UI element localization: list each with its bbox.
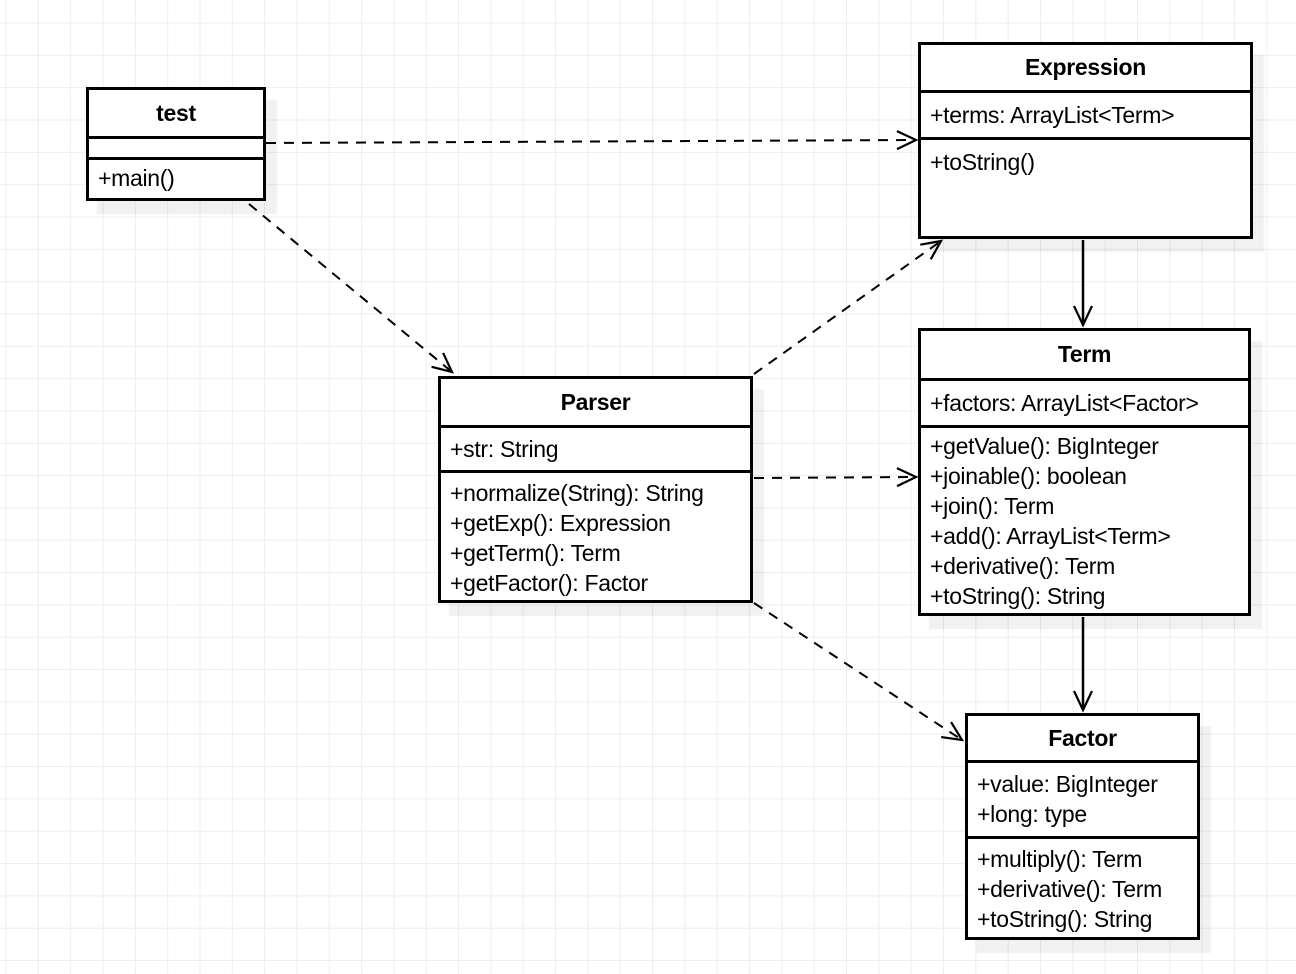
class-methods-factor: +multiply(): Term +derivative(): Term +t…	[968, 839, 1197, 937]
method-row: +normalize(String): String	[450, 480, 704, 506]
method-row: +toString(): String	[930, 583, 1106, 609]
method-row: +toString(): String	[977, 906, 1153, 932]
class-methods-parser: +normalize(String): String +getExp(): Ex…	[441, 473, 750, 600]
class-attributes-test	[89, 139, 263, 160]
method-row: +join(): Term	[930, 493, 1055, 519]
method-row: +getExp(): Expression	[450, 510, 671, 536]
class-box-expression[interactable]: Expression +terms: ArrayList<Term> +toSt…	[918, 42, 1253, 239]
class-title-parser: Parser	[441, 379, 750, 428]
dependency-arrow-test-to-parser[interactable]	[248, 203, 454, 374]
class-box-test[interactable]: test +main()	[86, 87, 266, 201]
class-title-factor: Factor	[968, 716, 1197, 763]
class-methods-expression: +toString()	[921, 140, 1250, 236]
class-title-term: Term	[921, 331, 1248, 381]
class-title-expression: Expression	[921, 45, 1250, 93]
attribute-row: +terms: ArrayList<Term>	[930, 102, 1175, 128]
class-attributes-parser: +str: String	[441, 428, 750, 473]
class-box-term[interactable]: Term +factors: ArrayList<Factor> +getVal…	[918, 328, 1251, 616]
class-methods-test: +main()	[89, 160, 263, 198]
method-row: +derivative(): Term	[977, 876, 1162, 902]
method-row: +getFactor(): Factor	[450, 570, 648, 596]
method-row: +toString()	[930, 149, 1035, 175]
class-attributes-factor: +value: BigInteger +long: type	[968, 763, 1197, 839]
method-row: +joinable(): boolean	[930, 463, 1127, 489]
method-row: +multiply(): Term	[977, 846, 1143, 872]
method-row: +main()	[98, 165, 175, 191]
attribute-row: +factors: ArrayList<Factor>	[930, 390, 1199, 416]
class-attributes-term: +factors: ArrayList<Factor>	[921, 381, 1248, 428]
attribute-row: +value: BigInteger	[977, 771, 1158, 797]
dependency-arrow-parser-to-term[interactable]	[753, 467, 919, 488]
method-row: +getTerm(): Term	[450, 540, 621, 566]
class-title-test: test	[89, 90, 263, 139]
attribute-row: +str: String	[450, 436, 559, 462]
dependency-arrow-parser-to-factor[interactable]	[753, 602, 965, 742]
dependency-arrow-test-to-expression[interactable]	[265, 130, 919, 151]
class-methods-term: +getValue(): BigInteger +joinable(): boo…	[921, 428, 1248, 613]
class-attributes-expression: +terms: ArrayList<Term>	[921, 93, 1250, 140]
dependency-arrow-parser-to-expression[interactable]	[753, 239, 944, 375]
method-row: +add(): ArrayList<Term>	[930, 523, 1171, 549]
class-box-parser[interactable]: Parser +str: String +normalize(String): …	[438, 376, 753, 603]
method-row: +getValue(): BigInteger	[930, 433, 1159, 459]
method-row: +derivative(): Term	[930, 553, 1115, 579]
class-box-factor[interactable]: Factor +value: BigInteger +long: type +m…	[965, 713, 1200, 940]
attribute-row: +long: type	[977, 801, 1087, 827]
